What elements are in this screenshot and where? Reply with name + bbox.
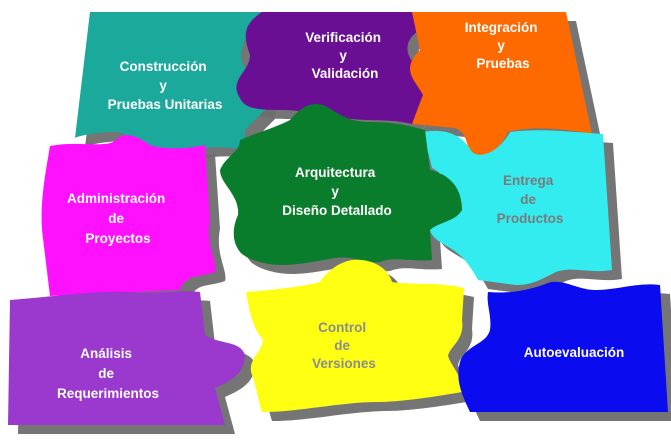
- label-entrega: Entrega de Productos: [497, 173, 564, 226]
- label-arquitectura: Arquitectura y Diseño Detallado: [282, 165, 392, 218]
- label-administracion: Administración de Proyectos: [67, 191, 169, 246]
- piece-administracion: [41, 135, 216, 296]
- label-entrega-line-2: de: [520, 192, 536, 207]
- label-analisis-line-3: Requerimientos: [57, 386, 159, 401]
- piece-construccion: [75, 12, 266, 152]
- label-entrega-line-3: Productos: [497, 211, 564, 226]
- label-integracion-line-1: Integración: [465, 20, 538, 35]
- label-arquitectura-line-2: y: [331, 184, 339, 199]
- label-arquitectura-line-3: Diseño Detallado: [282, 203, 392, 218]
- label-integracion-line-2: y: [497, 38, 505, 53]
- label-integracion-line-3: Pruebas: [476, 56, 529, 71]
- label-construccion: Construcción y Pruebas Unitarias: [108, 59, 223, 112]
- puzzle-pieces: [8, 12, 668, 425]
- label-verificacion-line-1: Verificación: [305, 30, 381, 45]
- label-analisis: Análisis de Requerimientos: [57, 346, 159, 401]
- label-construccion-line-3: Pruebas Unitarias: [108, 97, 223, 112]
- label-control: Control de Versiones: [312, 320, 376, 371]
- label-autoevaluacion-line-1: Autoevaluación: [524, 345, 625, 360]
- piece-verificacion: [236, 12, 440, 124]
- piece-arquitectura: [220, 103, 462, 265]
- label-autoevaluacion: Autoevaluación: [524, 345, 625, 360]
- piece-autoevaluacion: [458, 281, 668, 412]
- label-control-line-2: de: [334, 338, 350, 353]
- label-verificacion-line-3: Validación: [312, 66, 379, 81]
- label-construccion-line-2: y: [159, 78, 167, 93]
- label-arquitectura-line-1: Arquitectura: [295, 165, 376, 180]
- label-verificacion: Verificación y Validación: [305, 30, 385, 81]
- label-construccion-line-1: Construcción: [120, 59, 207, 74]
- label-control-line-1: Control: [318, 320, 366, 335]
- label-analisis-line-2: de: [98, 366, 114, 381]
- label-integracion: Integración y Pruebas: [465, 20, 542, 71]
- label-administracion-line-3: Proyectos: [85, 231, 150, 246]
- label-verificacion-line-2: y: [339, 48, 347, 63]
- piece-control: [246, 259, 464, 412]
- piece-integracion: [410, 12, 592, 156]
- label-analisis-line-1: Análisis: [80, 346, 132, 361]
- label-administracion-line-2: de: [108, 211, 124, 226]
- label-entrega-line-1: Entrega: [503, 173, 554, 188]
- label-control-line-3: Versiones: [312, 356, 376, 371]
- puzzle-labels: Construcción y Pruebas Unitarias Verific…: [57, 20, 624, 401]
- piece-analisis: [8, 291, 245, 425]
- label-administracion-line-1: Administración: [67, 191, 165, 206]
- piece-entrega: [423, 130, 612, 285]
